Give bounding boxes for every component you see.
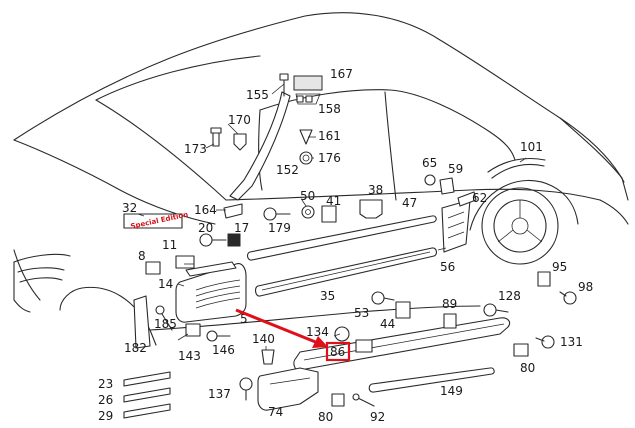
part-label-170: 170	[228, 113, 251, 127]
part-label-11: 11	[162, 238, 177, 252]
part-label-5: 5	[240, 312, 248, 326]
part-label-101: 101	[520, 140, 543, 154]
part-label-89: 89	[442, 297, 457, 311]
part-label-41: 41	[326, 194, 341, 208]
part-label-20: 20	[198, 221, 213, 235]
part-label-161: 161	[318, 129, 341, 143]
highlight-annotation	[235, 308, 351, 362]
part-label-176: 176	[318, 151, 341, 165]
part-label-131: 131	[560, 335, 583, 349]
part-label-14: 14	[158, 277, 173, 291]
part-label-86: 86	[330, 345, 345, 359]
part-label-53: 53	[354, 306, 369, 320]
part-label-158: 158	[318, 102, 341, 116]
part-label-59: 59	[448, 162, 463, 176]
part-label-56: 56	[440, 260, 455, 274]
rocker-panels	[257, 199, 511, 411]
part-label-152: 152	[276, 163, 299, 177]
part-label-146: 146	[212, 343, 235, 357]
part-label-95: 95	[552, 260, 567, 274]
part-label-35: 35	[320, 289, 335, 303]
highlight-arrow	[235, 308, 319, 345]
part-label-149: 149	[440, 384, 463, 398]
part-label-44: 44	[380, 317, 395, 331]
part-label-23: 23	[98, 377, 113, 391]
part-label-92: 92	[370, 410, 385, 424]
part-label-74: 74	[268, 405, 283, 419]
part-label-164: 164	[194, 203, 217, 217]
part-label-143: 143	[178, 349, 201, 363]
part-labels: 155 167 158 170 161 173 176 152 101 65 5…	[98, 67, 593, 424]
part-label-47: 47	[402, 196, 417, 210]
a-pillar-trim	[229, 75, 323, 201]
part-label-179: 179	[268, 221, 291, 235]
part-label-65: 65	[422, 156, 437, 170]
part-label-32: 32	[122, 201, 137, 215]
fasteners	[123, 73, 577, 419]
part-label-182: 182	[124, 341, 147, 355]
part-label-128: 128	[498, 289, 521, 303]
part-label-155: 155	[246, 88, 269, 102]
part-label-134: 134	[306, 325, 329, 339]
part-label-29: 29	[98, 409, 113, 423]
part-label-50: 50	[300, 189, 315, 203]
part-label-137: 137	[208, 387, 231, 401]
part-label-185: 185	[154, 317, 177, 331]
part-label-38: 38	[368, 183, 383, 197]
part-label-167: 167	[330, 67, 353, 81]
highlight-arrow-head	[312, 336, 328, 348]
part-label-140: 140	[252, 332, 275, 346]
part-label-8: 8	[138, 249, 146, 263]
part-label-80-right: 80	[520, 361, 535, 375]
part-label-26: 26	[98, 393, 113, 407]
part-label-17: 17	[234, 221, 249, 235]
leader-lines	[137, 83, 527, 350]
part-label-62: 62	[472, 191, 487, 205]
highlight-box-part-86	[325, 341, 351, 362]
door-moldings	[175, 215, 437, 323]
part-label-98: 98	[578, 280, 593, 294]
part-label-80-bottom: 80	[318, 410, 333, 424]
part-label-173: 173	[184, 142, 207, 156]
